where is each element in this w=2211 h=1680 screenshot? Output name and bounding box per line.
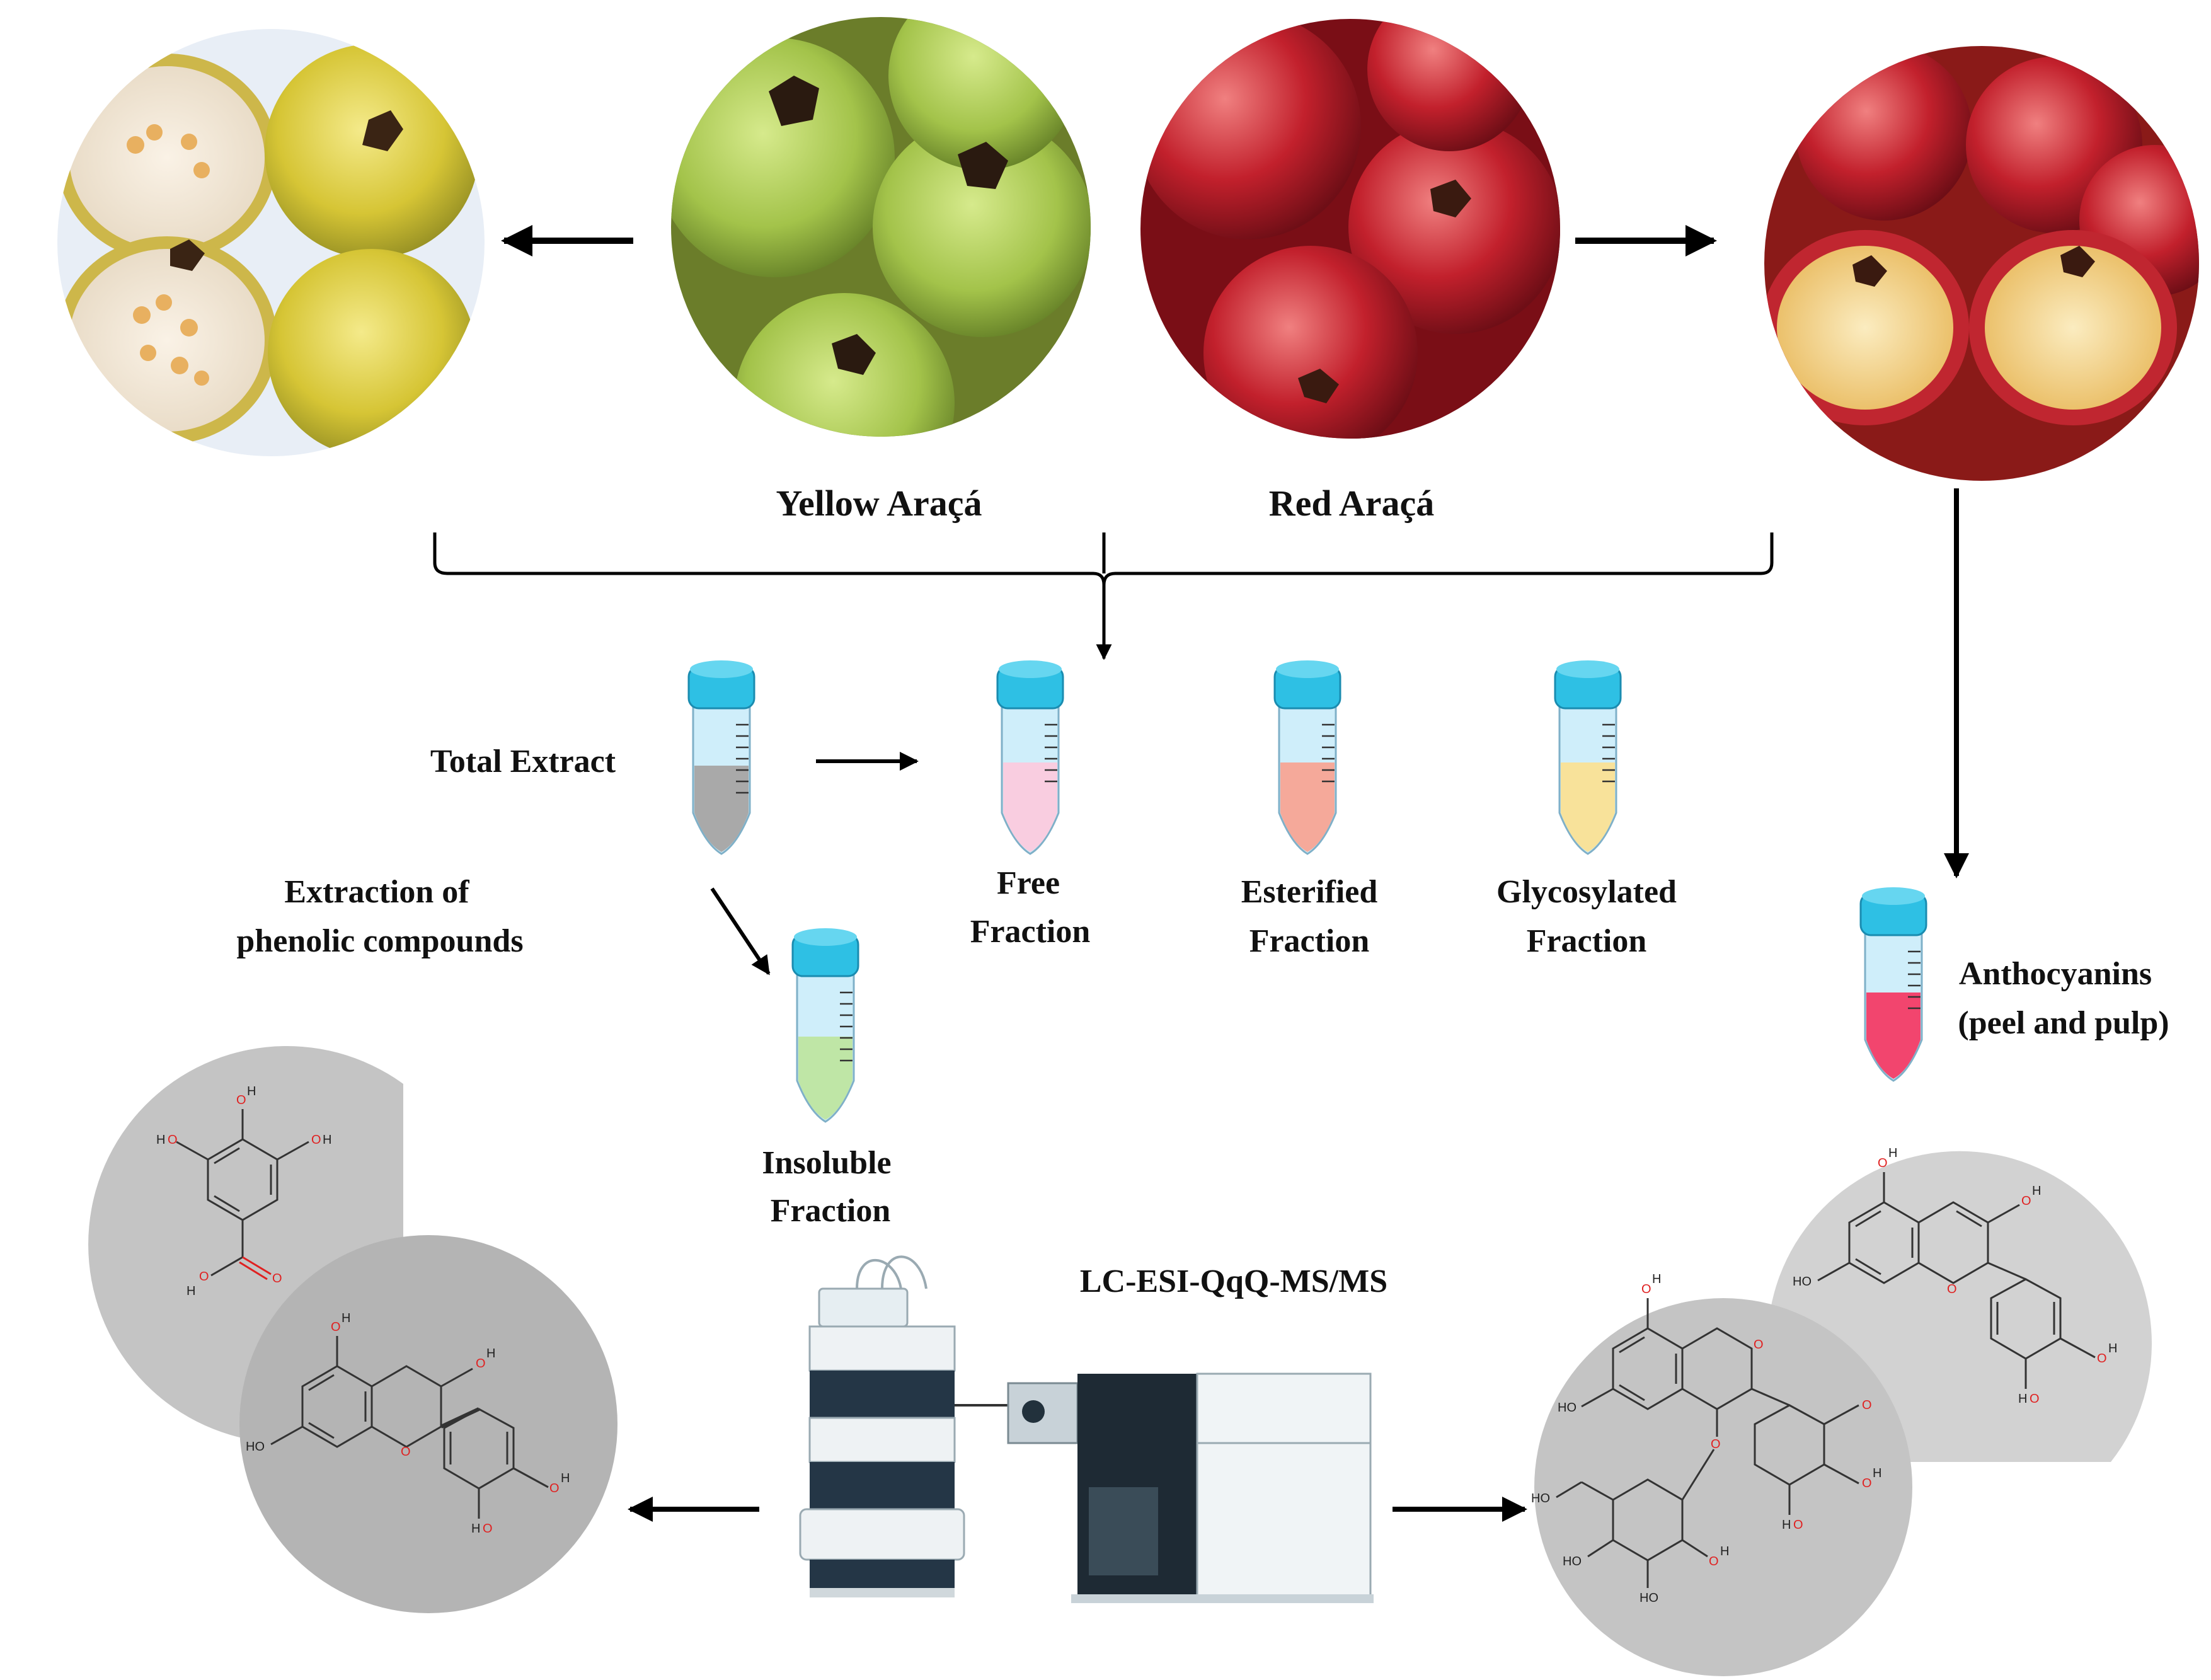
cyanidin-glucoside-structure (1556, 1298, 1859, 1588)
atom-o: O (549, 1482, 560, 1495)
atom-o: O (1878, 1156, 1888, 1170)
atom-ho: HO (1640, 1591, 1658, 1605)
molecule-bg-glucoside (1534, 1298, 1912, 1676)
atom-ho: HO (1558, 1401, 1576, 1415)
atom-o: O (311, 1133, 321, 1147)
atom-h: H (342, 1311, 350, 1325)
molecule-bg-catechin (239, 1235, 617, 1613)
atom-h: H (2018, 1392, 2027, 1406)
atom-h: H (323, 1133, 331, 1147)
tube-total-extract (687, 660, 755, 855)
label-free-1: Free (997, 865, 1060, 901)
label-insoluble-1: Insoluble (762, 1145, 891, 1181)
atom-h: H (2032, 1184, 2041, 1198)
label-esterified-2: Fraction (1249, 923, 1370, 959)
label-anthocyanins-2: (peel and pulp) (1958, 1005, 2169, 1041)
atom-h: H (2108, 1342, 2117, 1355)
arrow-to-insoluble-fraction (710, 887, 771, 975)
atom-o: O (1754, 1338, 1764, 1352)
atom-h: H (156, 1133, 165, 1147)
atom-h: H (471, 1522, 480, 1536)
atom-o: O (1793, 1518, 1803, 1532)
atom-o: O (1641, 1282, 1651, 1296)
atom-o: O (1711, 1437, 1721, 1451)
atom-o: O (1862, 1398, 1872, 1412)
label-yellow-araca: Yellow Araçá (776, 483, 982, 524)
label-total-extract: Total Extract (430, 744, 616, 780)
tube-esterified-fraction (1273, 660, 1341, 855)
atom-h: H (561, 1471, 570, 1485)
tube-insoluble-fraction (791, 928, 859, 1123)
atom-h: H (247, 1085, 256, 1098)
atom-o: O (236, 1093, 246, 1107)
label-red-araca: Red Araçá (1269, 483, 1435, 524)
atom-o: O (2097, 1352, 2107, 1366)
atom-o: O (272, 1272, 282, 1286)
label-glycosylated-2: Fraction (1527, 923, 1647, 959)
atom-o: O (1947, 1282, 1957, 1296)
atom-h: H (1782, 1518, 1791, 1532)
hplc-stack (799, 1255, 965, 1597)
atom-o: O (331, 1320, 341, 1334)
atom-o: O (199, 1270, 209, 1284)
label-insoluble-2: Fraction (771, 1193, 891, 1229)
red-araca-cut-photo (1764, 46, 2199, 481)
atom-ho: HO (246, 1440, 265, 1454)
atom-h: H (1873, 1466, 1881, 1480)
atom-h: H (1888, 1146, 1897, 1160)
atom-o: O (483, 1522, 493, 1536)
yellow-araca-cut-photo (57, 28, 485, 457)
atom-h: H (187, 1284, 195, 1298)
atom-o: O (1862, 1476, 1872, 1490)
atom-h: H (1652, 1272, 1661, 1286)
atom-o: O (2030, 1392, 2040, 1406)
tube-glycosylated-fraction (1554, 660, 1622, 855)
cyanidin-structure (1817, 1172, 2096, 1389)
atom-o: O (2021, 1194, 2031, 1208)
label-anthocyanins-1: Anthocyanins (1959, 956, 2152, 992)
atom-o: O (1709, 1555, 1719, 1568)
label-free-2: Fraction (970, 914, 1091, 950)
atom-ho: HO (1793, 1275, 1812, 1289)
catechin-structure (270, 1336, 549, 1519)
label-instrument: LC-ESI-QqQ-MS/MS (1080, 1263, 1387, 1299)
mass-spectrometer (1007, 1372, 1374, 1603)
label-extraction-2: phenolic compounds (236, 923, 523, 959)
red-araca-whole-photo (1140, 19, 1560, 439)
atom-o: O (476, 1357, 486, 1371)
gallic-acid-structure (176, 1109, 309, 1280)
label-esterified-1: Esterified (1241, 874, 1378, 910)
yellow-araca-whole-photo (671, 17, 1091, 437)
tube-anthocyanins (1859, 887, 1927, 1082)
label-extraction-1: Extraction of (284, 874, 469, 910)
tube-free-fraction (996, 660, 1064, 855)
atom-o: O (168, 1133, 178, 1147)
atom-h: H (1720, 1545, 1729, 1558)
atom-o: O (401, 1445, 411, 1459)
label-glycosylated-1: Glycosylated (1496, 874, 1677, 910)
atom-h: H (486, 1347, 495, 1361)
atom-ho: HO (1563, 1555, 1582, 1568)
atom-ho: HO (1531, 1492, 1550, 1505)
